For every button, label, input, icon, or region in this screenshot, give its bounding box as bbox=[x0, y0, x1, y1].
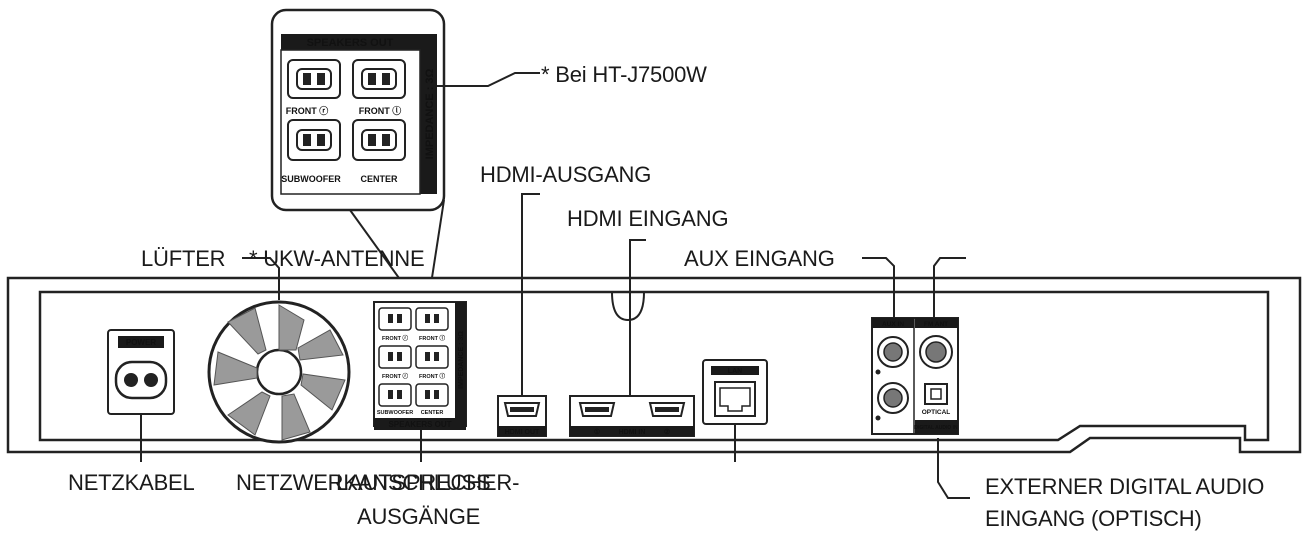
power-inlet: POWER bbox=[107, 329, 175, 415]
callout-title: SPEAKERS OUT bbox=[307, 37, 394, 49]
digital-audio-in-panel-label: DIGITAL AUDIO IN bbox=[914, 425, 958, 431]
fm-antenna-label: * UKW-ANTENNE bbox=[249, 246, 425, 271]
panel-port-label: FRONT ⓛ bbox=[419, 372, 445, 380]
callout-port-label: FRONT ⓛ bbox=[359, 105, 402, 116]
callout-port-label: CENTER bbox=[360, 174, 398, 184]
lan-port: LAN bbox=[702, 359, 768, 425]
fan-grille bbox=[207, 300, 351, 444]
aux-in-panel-label: AUX IN bbox=[882, 321, 904, 328]
leader-lines bbox=[140, 193, 970, 499]
aux-fm-optical-block: AUX IN FM ANT OPTICAL DIGITAL AUDIO IN bbox=[871, 317, 959, 435]
speakers-out-label-line1: LAUTSPRECHER- bbox=[336, 470, 520, 495]
power-label: POWER bbox=[126, 338, 156, 347]
callout-terminal-front-l bbox=[352, 59, 406, 99]
panel-port-label: FRONT ⓡ bbox=[382, 334, 408, 342]
hdmi-in-panel-label: HDMI IN bbox=[619, 429, 646, 436]
hdmi-out-port: HDMI OUT bbox=[497, 395, 547, 437]
power-cord-label: NETZKABEL bbox=[68, 470, 195, 495]
hdmi-in-ports: HDMI IN ① ② bbox=[569, 395, 695, 437]
speakers-out-callout: SPEAKERS OUT IMPEDANCE : 3Ω FRONT ⓡ FRON… bbox=[270, 8, 446, 212]
callout-terminal-front-r bbox=[287, 59, 341, 99]
hdmi-out-panel-label: HDMI OUT bbox=[505, 429, 540, 436]
hdmi-in-number: ② bbox=[664, 428, 670, 436]
hdmi-in-label: HDMI EINGANG bbox=[567, 206, 729, 231]
speaker-model-note: * Bei HT-J7500W bbox=[541, 62, 707, 87]
speakers-out-block: SPEAKERS OUT IMPEDANCE : 3Ω FRONT ⓡ FRON… bbox=[373, 301, 467, 430]
hdmi-out-label: HDMI-AUSGANG bbox=[480, 162, 652, 187]
panel-port-label: SUBWOOFER bbox=[377, 410, 413, 416]
lan-panel-label: LAN bbox=[728, 368, 742, 375]
optical-panel-label: OPTICAL bbox=[922, 409, 951, 416]
hdmi-in-number: ① bbox=[594, 428, 600, 436]
callout-impedance: IMPEDANCE : 3Ω bbox=[424, 68, 436, 159]
fm-ant-panel-label: FM ANT bbox=[924, 321, 948, 328]
network-label: NETZWERKANSCHLUSS bbox=[236, 470, 491, 495]
panel-port-label: CENTER bbox=[421, 410, 444, 416]
panel-impedance: IMPEDANCE : 3Ω bbox=[458, 331, 465, 389]
callout-port-label: SUBWOOFER bbox=[281, 174, 341, 184]
panel-port-label: FRONT ⓡ bbox=[382, 372, 408, 380]
optical-input-label-line2: EINGANG (OPTISCH) bbox=[985, 506, 1202, 531]
speakers-out-label-line2: AUSGÄNGE bbox=[357, 504, 481, 529]
aux-in-label: AUX EINGANG bbox=[684, 246, 835, 271]
callout-port-label: FRONT ⓡ bbox=[286, 105, 329, 116]
speakers-out-panel-label: SPEAKERS OUT bbox=[388, 420, 451, 429]
callout-terminal-center bbox=[352, 119, 406, 161]
fan-label: LÜFTER bbox=[141, 246, 226, 271]
panel-port-label: FRONT ⓛ bbox=[419, 334, 445, 342]
optical-input-label-line1: EXTERNER DIGITAL AUDIO bbox=[985, 474, 1265, 499]
callout-terminal-subwoofer bbox=[287, 119, 341, 161]
